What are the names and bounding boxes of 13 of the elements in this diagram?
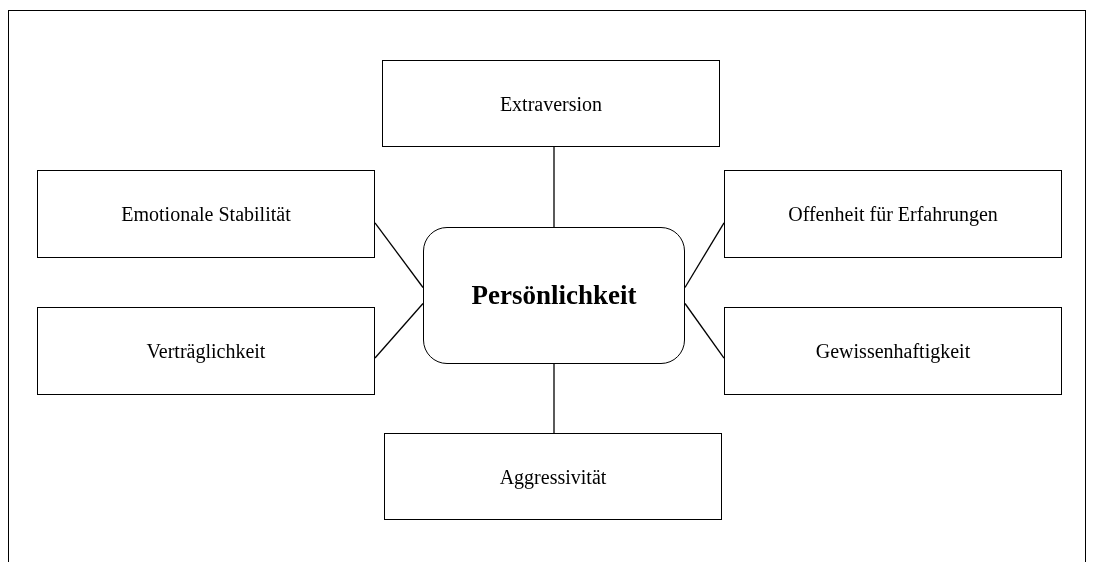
connector-line: [374, 302, 424, 359]
trait-box: Offenheit für Erfahrungen: [724, 170, 1062, 258]
connector-line: [374, 222, 424, 289]
trait-box: Emotionale Stabilität: [37, 170, 375, 258]
connector-line: [684, 222, 725, 289]
connector-line: [553, 146, 555, 228]
connector-line: [684, 302, 725, 359]
trait-box: Gewissenhaftigkeit: [724, 307, 1062, 395]
connector-line: [553, 363, 555, 434]
trait-box: Verträglichkeit: [37, 307, 375, 395]
trait-box: Extraversion: [382, 60, 720, 147]
trait-box: Aggressivität: [384, 433, 722, 520]
central-rounded-box: Persönlichkeit: [423, 227, 685, 364]
